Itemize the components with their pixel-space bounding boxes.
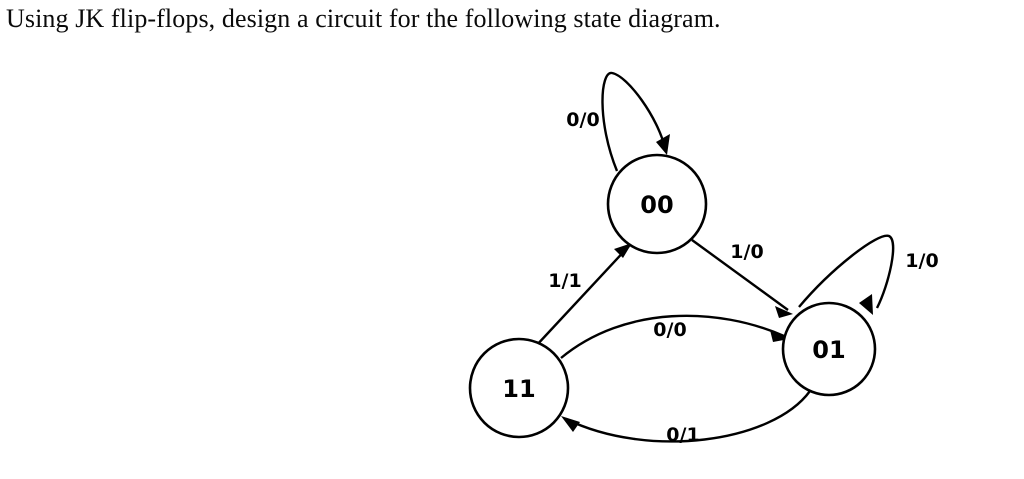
state-node-01[interactable]: 01 xyxy=(781,301,877,397)
state-node-00[interactable]: 00 xyxy=(606,153,708,255)
edge-label-01-11: 0/1 xyxy=(666,424,699,446)
state-circle-00[interactable] xyxy=(606,153,708,255)
state-label-11: 11 xyxy=(502,375,535,403)
edge-label-00-01: 1/0 xyxy=(730,241,763,263)
arrowhead-01-self xyxy=(859,294,873,315)
edge-line-11-00 xyxy=(534,245,630,348)
edge-line-00-01 xyxy=(691,239,789,311)
transition-01-self-loop: 1/0 xyxy=(798,234,939,315)
edge-label-00-self: 0/0 xyxy=(566,109,599,131)
edge-label-11-01: 0/0 xyxy=(653,319,686,341)
edge-line-11-01 xyxy=(560,314,785,359)
state-label-01: 01 xyxy=(812,336,845,364)
arrowhead-01-11 xyxy=(561,416,580,432)
state-circle-11[interactable] xyxy=(468,337,570,439)
edge-label-01-self: 1/0 xyxy=(905,250,938,272)
edge-line-01-11 xyxy=(565,390,811,443)
state-circle-01[interactable] xyxy=(781,301,877,397)
arrowhead-11-00 xyxy=(614,243,632,258)
edge-line-00-self xyxy=(601,71,667,172)
edge-label-11-00: 1/1 xyxy=(548,270,581,292)
transition-00-to-01: 1/0 xyxy=(691,239,793,318)
transition-00-self-loop: 0/0 xyxy=(566,71,670,172)
transition-01-to-11: 0/1 xyxy=(561,390,811,446)
state-label-00: 00 xyxy=(640,191,673,219)
arrowhead-00-self xyxy=(656,134,670,155)
transition-11-to-01: 0/0 xyxy=(560,314,789,359)
arrowhead-00-01 xyxy=(775,306,793,318)
edge-line-01-self xyxy=(798,234,895,309)
page-title: Using JK flip-flops, design a circuit fo… xyxy=(6,4,721,33)
state-node-11[interactable]: 11 xyxy=(468,337,570,439)
transition-11-to-00: 1/1 xyxy=(534,243,632,348)
